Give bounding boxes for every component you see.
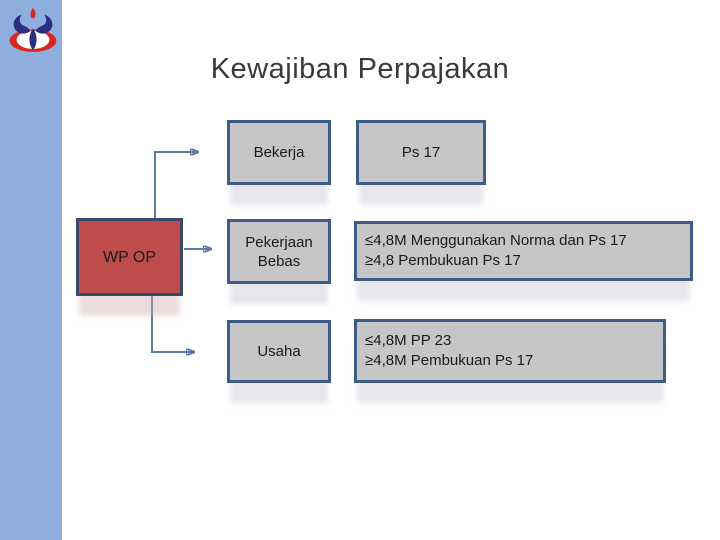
sidebar-accent-bar xyxy=(0,0,62,540)
detail-line: ≥4,8M Pembukuan Ps 17 xyxy=(365,352,534,369)
slide-title: Kewajiban Perpajakan xyxy=(210,53,510,85)
detail-line: ≤4,8M PP 23 xyxy=(365,332,452,349)
node-bekerja-label: Bekerja xyxy=(253,144,305,161)
detail-line: ≥4,8 Pembukuan Ps 17 xyxy=(365,252,521,269)
node-pekerjaan-bebas: Pekerjaan Bebas xyxy=(227,219,331,284)
detail-line: ≤4,8M Menggunakan Norma dan Ps 17 xyxy=(365,232,627,249)
node-wp-op: WP OP xyxy=(76,218,183,296)
node-bekerja: Bekerja xyxy=(227,120,331,185)
node-usaha: Usaha xyxy=(227,320,331,383)
connector-wpop-to-usaha xyxy=(151,296,194,352)
node-bekerja-detail-text: Ps 17 xyxy=(401,144,441,161)
node-pekerjaan-bebas-detail: ≤4,8M Menggunakan Norma dan Ps 17 ≥4,8 P… xyxy=(354,221,693,281)
node-pekerjaan-bebas-label: Pekerjaan Bebas xyxy=(245,233,313,270)
connector-wpop-to-bekerja xyxy=(154,152,198,218)
node-usaha-label: Usaha xyxy=(257,343,301,360)
node-wp-op-label: WP OP xyxy=(102,248,157,266)
node-bekerja-detail: Ps 17 xyxy=(356,120,486,185)
tulip-university-logo-icon xyxy=(9,7,57,52)
node-usaha-detail: ≤4,8M PP 23 ≥4,8M Pembukuan Ps 17 xyxy=(354,319,666,383)
